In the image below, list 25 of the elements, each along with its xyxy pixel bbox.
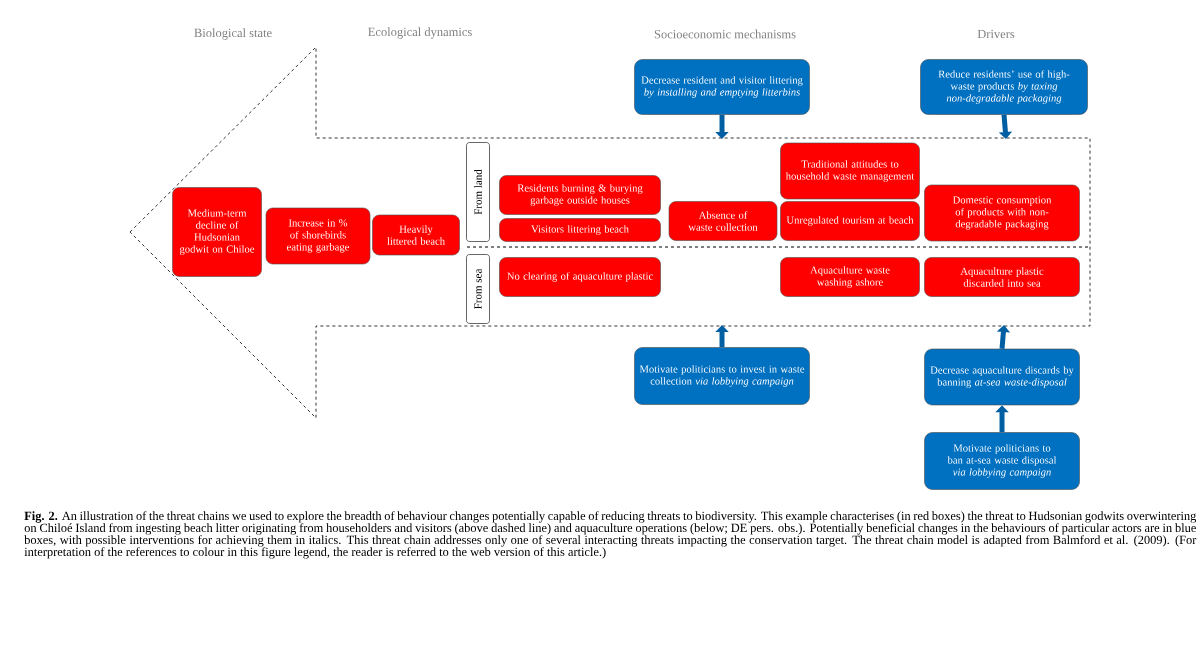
- threat-box: Visitors littering beach: [499, 218, 661, 242]
- intervention-box: Decrease resident and visitor littering by installing and emptying litterbins: [634, 59, 810, 115]
- threat-box: Aquaculture plastic discarded into sea: [924, 257, 1080, 297]
- threat-box: No clearing of aquaculture plastic: [499, 257, 661, 297]
- column-heading: Biological state: [194, 28, 272, 40]
- column-heading: Drivers: [977, 29, 1015, 39]
- intervention-box: Decrease aquaculture discards by banning at-sea waste-disposal: [924, 348, 1080, 406]
- threat-box: Increase in % of shorebirds eating garbage: [265, 207, 371, 265]
- threat-box: Traditional attitudes to household waste management: [780, 142, 920, 200]
- column-heading: Ecological dynamics: [368, 27, 472, 39]
- threat-box: Residents burning & burying garbage outside houses: [499, 175, 661, 215]
- intervention-box: Motivate politicians to ban at-sea waste disposal via lobbying campaign: [924, 432, 1080, 490]
- source-tab: From sea: [466, 254, 490, 324]
- source-tab: From land: [466, 142, 490, 242]
- threat-box: Domestic consumption of products with non-degradable packaging: [924, 184, 1080, 242]
- figure-caption: Fig. 2. An illustration of the threat chains we used to explore the breadth of behaviour changes potentially capable of reducing threats to biodiversity. This example characterises (in red boxes) the threat to Hudsonian godwits overwintering on Chiloé Island from ingesting beach litter originating from householders and visitors (above dashed line) and aquaculture operations (below; DE pers. obs.). Potentially beneficial changes in the behaviours of particular actors are in blue boxes, with possible interventions for achieving them in italics. This threat chain addresses only one of several interacting threats impacting the conservation target. The threat chain model is adapted from Balmford et al. (2009). (For interpretation of the references to colour in this figure legend, the reader is referred to the web version of this article.): [24, 511, 1197, 559]
- threat-box: Aquaculture waste washing ashore: [780, 257, 920, 297]
- column-heading: Socioeconomic mechanisms: [654, 29, 796, 39]
- threat-box: Absence of waste collection: [668, 201, 778, 241]
- intervention-box: Motivate politicians to invest in waste collection via lobbying campaign: [634, 347, 810, 405]
- threat-chain-arrow-outline: [129, 46, 1091, 419]
- threat-box: Heavily littered beach: [372, 214, 460, 256]
- intervention-box: Reduce residents’ use of high-waste products by taxing non-degradable packaging: [920, 59, 1088, 115]
- threat-box: Unregulated tourism at beach: [780, 201, 920, 241]
- threat-box: Medium-term decline of Hudsonian godwit on Chiloe: [172, 187, 262, 277]
